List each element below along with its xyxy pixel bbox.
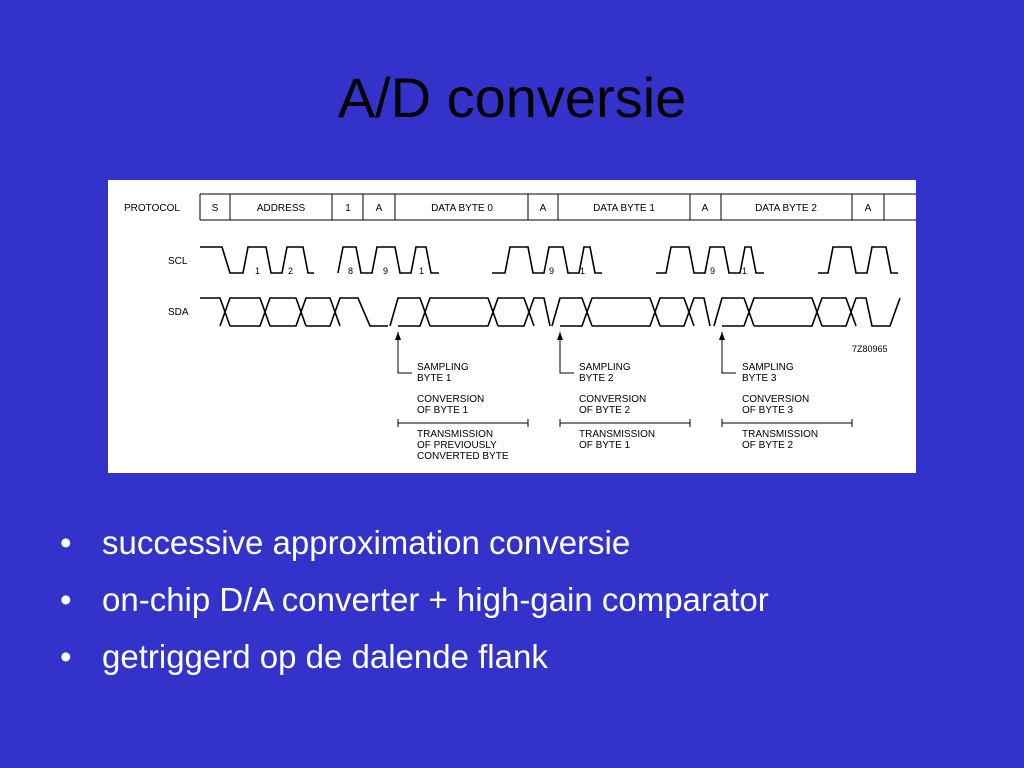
protocol-cell-data-byte-0: DATA BYTE 0 bbox=[431, 203, 493, 214]
conversion-label: CONVERSION bbox=[417, 394, 484, 405]
conversion-label: OF BYTE 3 bbox=[742, 405, 794, 416]
annotation-byte-3: SAMPLING BYTE 3 CONVERSION OF BYTE 3 TRA… bbox=[719, 332, 853, 451]
scl-pulse-label: 9 bbox=[549, 266, 554, 276]
protocol-cell-ack: A bbox=[376, 203, 383, 214]
row-label-protocol: PROTOCOL bbox=[124, 203, 180, 214]
annotation-byte-1: SAMPLING BYTE 1 CONVERSION OF BYTE 1 TRA… bbox=[395, 332, 529, 462]
sampling-arrowhead bbox=[395, 332, 401, 340]
sampling-arrowhead bbox=[719, 332, 725, 340]
scl-pulse-label: 1 bbox=[255, 266, 260, 276]
figure-code: 7Z80965 bbox=[852, 344, 888, 354]
row-label-scl: SCL bbox=[168, 256, 188, 267]
bullet-item: on-chip D/A converter + high-gain compar… bbox=[60, 571, 769, 628]
transmission-label: TRANSMISSION bbox=[417, 429, 493, 440]
sampling-label: BYTE 1 bbox=[417, 373, 452, 384]
transmission-label: TRANSMISSION bbox=[579, 429, 655, 440]
transmission-label: OF BYTE 1 bbox=[579, 440, 631, 451]
protocol-cell-address: ADDRESS bbox=[257, 203, 306, 214]
protocol-cell-ack: A bbox=[702, 203, 709, 214]
scl-waveform bbox=[200, 246, 898, 274]
slide-title: A/D conversie bbox=[337, 66, 687, 129]
protocol-cell-rw: 1 bbox=[345, 203, 351, 214]
sampling-arrow-line bbox=[721, 332, 736, 374]
conversion-label: CONVERSION bbox=[579, 394, 646, 405]
conversion-label: CONVERSION bbox=[742, 394, 809, 405]
sampling-arrow-line bbox=[559, 332, 574, 374]
timing-diagram-svg: PROTOCOL SCL SDA S ADDRESS 1 A DATA BYTE… bbox=[124, 193, 916, 462]
conversion-label: OF BYTE 2 bbox=[579, 405, 631, 416]
scl-pulse-label: 9 bbox=[710, 266, 715, 276]
row-label-sda: SDA bbox=[168, 307, 189, 318]
scl-pulse-label: 1 bbox=[580, 266, 585, 276]
annotation-byte-2: SAMPLING BYTE 2 CONVERSION OF BYTE 2 TRA… bbox=[557, 332, 691, 451]
conversion-label: OF BYTE 1 bbox=[417, 405, 469, 416]
sampling-label: SAMPLING bbox=[579, 362, 631, 373]
sampling-arrow-line bbox=[397, 332, 412, 374]
sampling-label: SAMPLING bbox=[417, 362, 469, 373]
transmission-label: OF PREVIOUSLY bbox=[417, 440, 497, 451]
bullet-list: successive approximation conversie on-ch… bbox=[60, 514, 769, 685]
sampling-arrowhead bbox=[557, 332, 563, 340]
transmission-label: CONVERTED BYTE bbox=[417, 451, 509, 462]
protocol-cell-ack: A bbox=[865, 203, 872, 214]
bullet-item: getriggerd op de dalende flank bbox=[60, 628, 769, 685]
protocol-frame bbox=[199, 193, 916, 221]
protocol-cell-data-byte-2: DATA BYTE 2 bbox=[755, 203, 817, 214]
scl-pulse-label: 8 bbox=[348, 266, 353, 276]
transmission-label: TRANSMISSION bbox=[742, 429, 818, 440]
protocol-cell-data-byte-1: DATA BYTE 1 bbox=[593, 203, 655, 214]
sampling-label: SAMPLING bbox=[742, 362, 794, 373]
scl-pulse-label: 1 bbox=[419, 266, 424, 276]
sampling-label: BYTE 3 bbox=[742, 373, 777, 384]
protocol-cell-ack: A bbox=[540, 203, 547, 214]
bullet-item: successive approximation conversie bbox=[60, 514, 769, 571]
transmission-label: OF BYTE 2 bbox=[742, 440, 794, 451]
sda-waveform bbox=[200, 297, 901, 327]
protocol-cell-start: S bbox=[212, 203, 219, 214]
scl-pulse-label: 2 bbox=[288, 266, 293, 276]
scl-pulse-label: 9 bbox=[383, 266, 388, 276]
sampling-label: BYTE 2 bbox=[579, 373, 614, 384]
timing-diagram: PROTOCOL SCL SDA S ADDRESS 1 A DATA BYTE… bbox=[108, 180, 916, 473]
scl-pulse-label: 1 bbox=[742, 266, 747, 276]
